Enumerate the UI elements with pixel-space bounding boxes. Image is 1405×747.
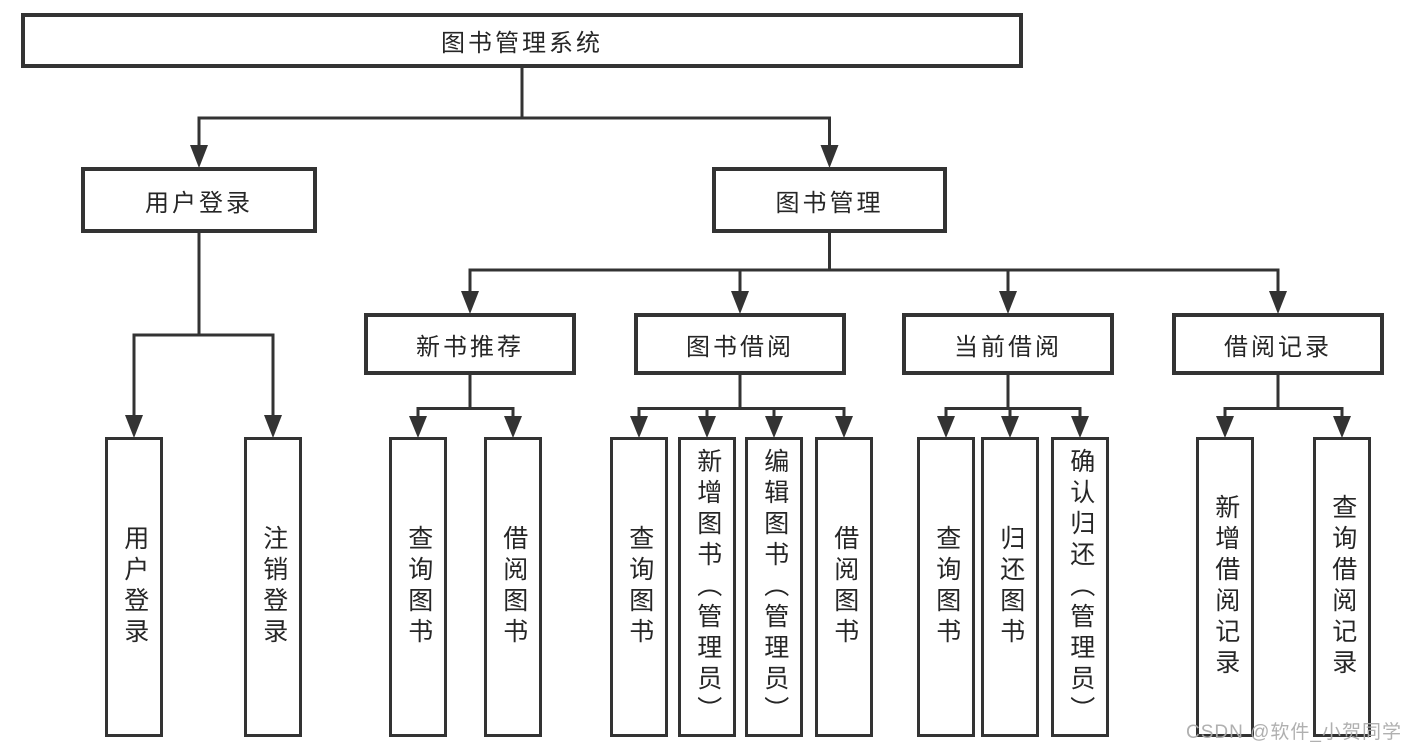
node-bb-add-book-label: 新增图书（管理员） [693, 447, 722, 727]
node-leaf-user-login: 用户登录 [105, 437, 163, 737]
node-br-add-record: 新增借阅记录 [1196, 437, 1254, 737]
node-cb-return-book-label: 归还图书 [996, 525, 1025, 649]
node-bb-query-book-label: 查询图书 [625, 525, 654, 649]
connector-book-mgmt-to-level3 [461, 230, 1287, 314]
node-rec-borrow-book-label: 借阅图书 [499, 525, 528, 649]
node-bb-borrow-book-label: 借阅图书 [830, 525, 859, 649]
node-book-borrow-label: 图书借阅 [686, 333, 794, 361]
node-root: 图书管理系统 [21, 13, 1023, 68]
node-new-book-recommend-label: 新书推荐 [416, 333, 524, 361]
node-book-mgmt-label: 图书管理 [775, 189, 884, 217]
node-book-borrow: 图书借阅 [634, 313, 846, 375]
node-leaf-user-login-label: 用户登录 [120, 525, 149, 649]
node-bb-edit-book: 编辑图书（管理员） [745, 437, 803, 737]
node-cb-query-book-label: 查询图书 [932, 525, 961, 649]
connector-root-to-level2 [190, 66, 839, 168]
csdn-watermark: CSDN @软件_小贺同学 [1186, 722, 1402, 743]
node-bb-edit-book-label: 编辑图书（管理员） [760, 447, 789, 727]
connector-user-login-to-leaves [125, 230, 282, 438]
node-leaf-logout-label: 注销登录 [259, 525, 288, 649]
connector-new-book-rec-to-leaves [409, 372, 522, 438]
node-book-mgmt: 图书管理 [712, 167, 947, 233]
node-borrow-record-label: 借阅记录 [1224, 333, 1332, 361]
node-bb-add-book: 新增图书（管理员） [678, 437, 736, 737]
node-leaf-logout: 注销登录 [244, 437, 302, 737]
connector-current-borrow-to-leaves [937, 372, 1089, 438]
node-bb-borrow-book: 借阅图书 [815, 437, 873, 737]
node-user-login: 用户登录 [81, 167, 317, 233]
node-bb-query-book: 查询图书 [610, 437, 668, 737]
node-new-book-recommend: 新书推荐 [364, 313, 576, 375]
node-br-query-record-label: 查询借阅记录 [1328, 494, 1357, 680]
node-rec-query-book-label: 查询图书 [404, 525, 433, 649]
connector-book-borrow-to-leaves [630, 372, 853, 438]
node-br-add-record-label: 新增借阅记录 [1211, 494, 1240, 680]
node-cb-return-book: 归还图书 [981, 437, 1039, 737]
node-cb-confirm-return-label: 确认归还（管理员） [1066, 447, 1095, 727]
node-root-label: 图书管理系统 [441, 30, 603, 57]
node-rec-query-book: 查询图书 [389, 437, 447, 737]
node-cb-query-book: 查询图书 [917, 437, 975, 737]
node-current-borrow: 当前借阅 [902, 313, 1114, 375]
node-br-query-record: 查询借阅记录 [1313, 437, 1371, 737]
node-current-borrow-label: 当前借阅 [954, 333, 1062, 361]
node-user-login-label: 用户登录 [145, 189, 253, 217]
node-rec-borrow-book: 借阅图书 [484, 437, 542, 737]
node-cb-confirm-return: 确认归还（管理员） [1051, 437, 1109, 737]
node-borrow-record: 借阅记录 [1172, 313, 1384, 375]
connector-borrow-record-to-leaves [1216, 372, 1351, 438]
